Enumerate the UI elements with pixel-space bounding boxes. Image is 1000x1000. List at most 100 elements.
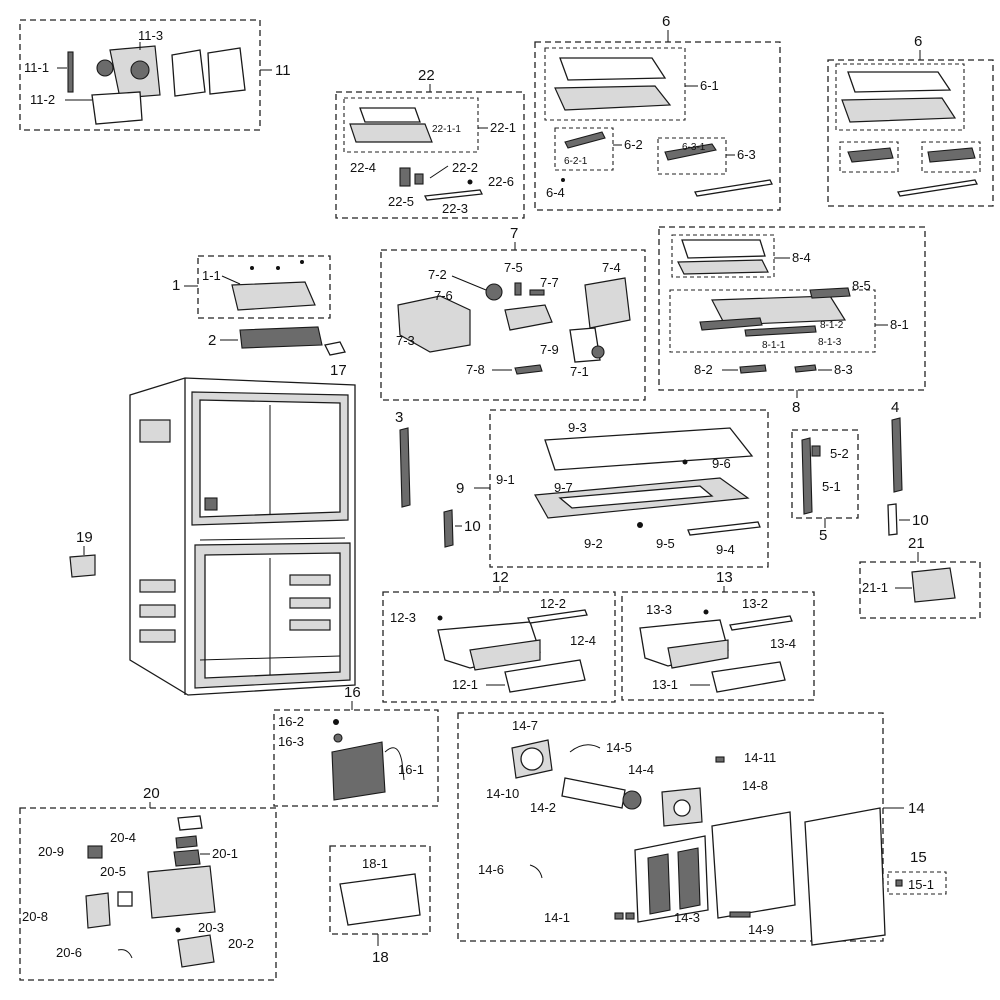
part-11-cover-b[interactable] (207, 47, 246, 95)
part-14-panel-middle[interactable] (711, 811, 796, 919)
part-11-1[interactable] (67, 51, 74, 93)
part-7-2[interactable] (485, 283, 503, 301)
part-20-9[interactable] (87, 845, 103, 859)
part-16-2[interactable] (333, 719, 339, 725)
part-11-cover-a[interactable] (171, 49, 206, 97)
part-9-3-glass[interactable] (544, 427, 754, 471)
part-6-2-1-bracket[interactable] (564, 131, 606, 149)
part-18-1-bin[interactable] (339, 873, 421, 926)
part-16-1-evaporator[interactable] (331, 741, 386, 801)
part-21-1[interactable] (911, 567, 956, 603)
part-16-3[interactable] (333, 733, 343, 743)
part-3-rail[interactable] (399, 427, 411, 508)
group-14-label: 14 (908, 800, 925, 817)
part-14-4[interactable] (622, 790, 642, 810)
part-7-4-panel[interactable] (584, 277, 631, 329)
part-13-3[interactable] (703, 609, 709, 615)
part-20-3[interactable] (175, 927, 181, 933)
label-14-4: 14-4 (628, 762, 654, 777)
label-22-5: 22-5 (388, 194, 414, 209)
part-6-1-glass[interactable] (559, 57, 667, 81)
part-11-2-motor[interactable] (96, 59, 114, 77)
part-6-b-trim[interactable] (897, 179, 978, 197)
part-5-2[interactable] (811, 445, 821, 457)
part-20-5[interactable] (117, 891, 133, 907)
part-7-7[interactable] (529, 289, 545, 296)
part-8-1-1[interactable] (699, 317, 763, 331)
label-1-1: 1-1 (202, 268, 221, 283)
label-15-1: 15-1 (908, 877, 934, 892)
part-14-3[interactable] (729, 911, 751, 918)
part-6-3-1-bracket[interactable] (664, 143, 717, 161)
group-19-label: 19 (76, 529, 93, 546)
part-14-9-panel-rear[interactable] (804, 807, 886, 946)
part-7-9-motor[interactable] (504, 304, 553, 331)
part-14-11[interactable] (715, 756, 725, 763)
label-16-2: 16-2 (278, 714, 304, 729)
part-9-4[interactable] (687, 521, 761, 536)
part-8-3[interactable] (794, 364, 817, 373)
part-6-1-frame[interactable] (554, 85, 672, 111)
label-14-8: 14-8 (742, 778, 768, 793)
label-7-8: 7-8 (466, 362, 485, 377)
label-7-5: 7-5 (504, 260, 523, 275)
group-10-a: 10 (443, 509, 481, 548)
part-13-2[interactable] (729, 615, 793, 631)
part-22-4[interactable] (399, 167, 411, 187)
part-20-8[interactable] (85, 892, 111, 929)
refrigerator-cabinet[interactable] (129, 377, 356, 696)
part-9-2[interactable] (637, 522, 643, 528)
part-7-3-housing[interactable] (397, 295, 471, 353)
label-20-2: 20-2 (228, 936, 254, 951)
part-8-2[interactable] (739, 364, 767, 374)
part-8-5[interactable] (809, 287, 851, 299)
part-15-1[interactable] (895, 879, 903, 887)
part-12-1-cover[interactable] (504, 659, 586, 693)
part-8-4-frame[interactable] (677, 259, 769, 275)
part-10-b[interactable] (887, 503, 898, 536)
part-22-3[interactable] (424, 189, 483, 201)
part-17-bracket[interactable] (324, 341, 346, 356)
label-14-10: 14-10 (486, 786, 519, 801)
part-20-2[interactable] (177, 934, 215, 968)
part-6-trim[interactable] (694, 179, 773, 197)
part-8-1-frame[interactable] (711, 295, 847, 326)
part-4-rail[interactable] (891, 417, 903, 493)
part-7-5[interactable] (514, 282, 522, 296)
part-5-1-rail[interactable] (801, 437, 813, 515)
part-22-6[interactable] (467, 179, 473, 185)
part-14-1[interactable] (614, 912, 624, 920)
part-19[interactable] (69, 554, 96, 578)
part-6-b-bracket-left[interactable] (847, 147, 894, 163)
part-10-a[interactable] (443, 509, 454, 548)
part-8-4-glass[interactable] (681, 239, 766, 259)
part-2-grille[interactable] (239, 326, 323, 349)
part-14-2-duct[interactable] (561, 777, 626, 809)
part-6-4[interactable] (561, 178, 565, 182)
part-6-b-glass[interactable] (847, 71, 952, 93)
group-15-label: 15 (910, 849, 927, 866)
part-8-1-3[interactable] (744, 325, 817, 337)
label-16-1: 16-1 (398, 762, 424, 777)
group-3-label: 3 (395, 409, 403, 426)
part-20-cap[interactable] (177, 815, 203, 831)
group-12: 12 12-3 12-2 12-4 12-1 (382, 569, 616, 703)
part-7-8[interactable] (514, 364, 543, 375)
part-11-2-bucket[interactable] (91, 91, 143, 125)
part-6-b-bracket-right[interactable] (927, 147, 976, 163)
label-14-3: 14-3 (674, 910, 700, 925)
part-22-1-1-glass[interactable] (359, 107, 421, 123)
label-7-1: 7-1 (570, 364, 589, 379)
label-14-7: 14-7 (512, 718, 538, 733)
part-6-b-frame[interactable] (841, 97, 957, 123)
label-22-6: 22-6 (488, 174, 514, 189)
part-1-1-cover[interactable] (231, 281, 316, 311)
group-2-label: 2 (208, 332, 216, 349)
part-22-1-frame[interactable] (349, 123, 433, 143)
part-12-2[interactable] (527, 609, 588, 624)
label-12-1: 12-1 (452, 677, 478, 692)
part-20-4[interactable] (175, 835, 198, 849)
part-20-housing[interactable] (147, 865, 216, 919)
part-12-3[interactable] (437, 615, 443, 621)
part-13-1-cover[interactable] (711, 661, 786, 693)
